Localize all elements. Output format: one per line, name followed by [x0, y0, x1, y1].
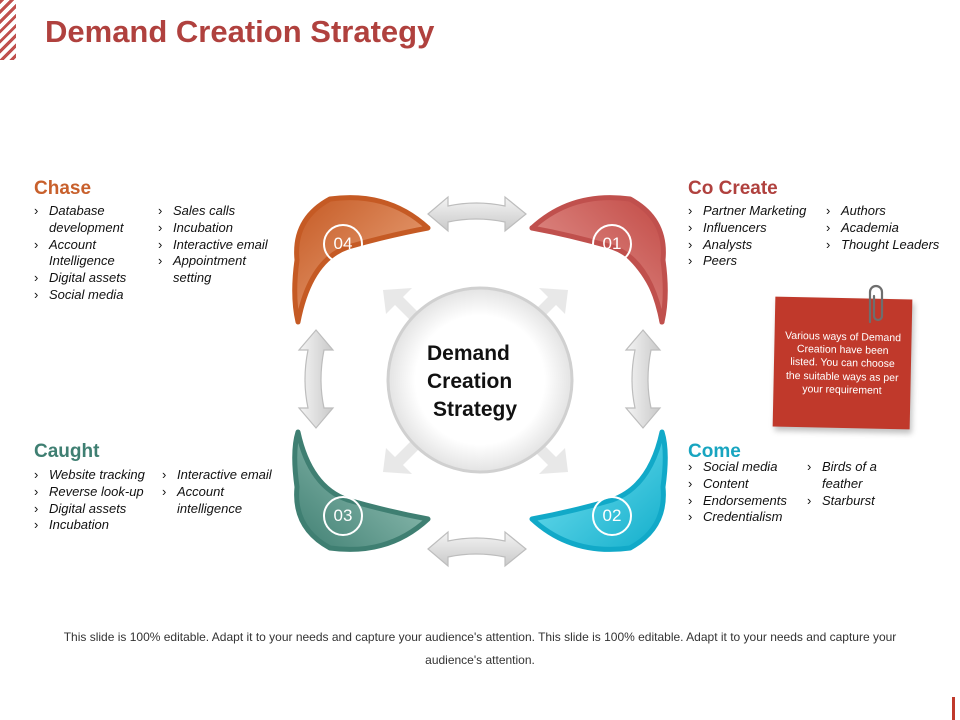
center-label: Demand Creation Strategy: [400, 340, 552, 424]
co-create-list-2: Authors Academia Thought Leaders: [826, 203, 956, 253]
list-item: Sales calls: [158, 203, 280, 220]
list-item: Birds of a feather: [807, 459, 897, 493]
chase-list-2: Sales calls Incubation Interactive email…: [158, 203, 280, 287]
center-label-line-2: Creation: [427, 370, 513, 393]
chase-heading: Chase: [34, 178, 92, 199]
list-item: Analysts: [688, 237, 820, 254]
list-item: Interactive email: [162, 467, 284, 484]
center-circle: [386, 286, 574, 474]
chase-list-1: Database development Account Intelligenc…: [34, 203, 152, 304]
caught-list-2: Interactive email Account intelligence: [162, 467, 284, 517]
list-item: Authors: [826, 203, 956, 220]
list-item: Starburst: [807, 493, 897, 510]
list-item: Appointment setting: [158, 253, 263, 287]
list-item: Social media: [34, 287, 152, 304]
list-item: Reverse look-up: [34, 484, 159, 501]
decorative-stripes: [0, 0, 16, 60]
come-list-2: Birds of a feather Starburst: [807, 459, 897, 509]
caught-heading: Caught: [34, 441, 100, 462]
petal-number-02: 02: [592, 496, 632, 536]
page-title: Demand Creation Strategy: [45, 14, 435, 49]
come-heading: Come: [688, 441, 741, 462]
corner-accent: [952, 697, 955, 720]
come-list-1: Social media Content Endorsements Creden…: [688, 459, 806, 526]
caught-list-1: Website tracking Reverse look-up Digital…: [34, 467, 159, 534]
list-item: Incubation: [158, 220, 280, 237]
footer-text: This slide is 100% editable. Adapt it to…: [63, 630, 897, 667]
list-item: Academia: [826, 220, 956, 237]
arrow-bottom: [427, 530, 527, 568]
double-arrows: [297, 195, 662, 568]
list-item: Endorsements: [688, 493, 806, 510]
list-item: Website tracking: [34, 467, 159, 484]
arrow-right: [624, 329, 662, 429]
center-label-line-3: Strategy: [433, 398, 518, 421]
list-item: Database development: [34, 203, 152, 237]
list-item: Digital assets: [34, 501, 159, 518]
petal-number-01: 01: [592, 224, 632, 264]
co-create-list-1: Partner Marketing Influencers Analysts P…: [688, 203, 820, 270]
list-item: Interactive email: [158, 237, 280, 254]
list-item: Content: [688, 476, 806, 493]
paperclip-icon: [868, 284, 884, 324]
petal-number-03: 03: [323, 496, 363, 536]
list-item: Incubation: [34, 517, 159, 534]
list-item: Credentialism: [688, 509, 806, 526]
co-create-heading: Co Create: [688, 178, 778, 199]
list-item: Thought Leaders: [826, 237, 956, 254]
arrow-top: [427, 195, 527, 233]
list-item: Peers: [688, 253, 820, 270]
list-item: Account intelligence: [162, 484, 257, 518]
list-item: Social media: [688, 459, 806, 476]
list-item: Partner Marketing: [688, 203, 820, 220]
sticky-note: Various ways of Demand Creation have bee…: [772, 296, 913, 430]
petal-number-04: 04: [323, 224, 363, 264]
arrow-left: [297, 329, 335, 429]
list-item: Digital assets: [34, 270, 152, 287]
petal-02-body: [529, 429, 668, 552]
center-label-line-1: Demand: [427, 342, 510, 365]
list-item: Account Intelligence: [34, 237, 152, 271]
list-item: Influencers: [688, 220, 820, 237]
